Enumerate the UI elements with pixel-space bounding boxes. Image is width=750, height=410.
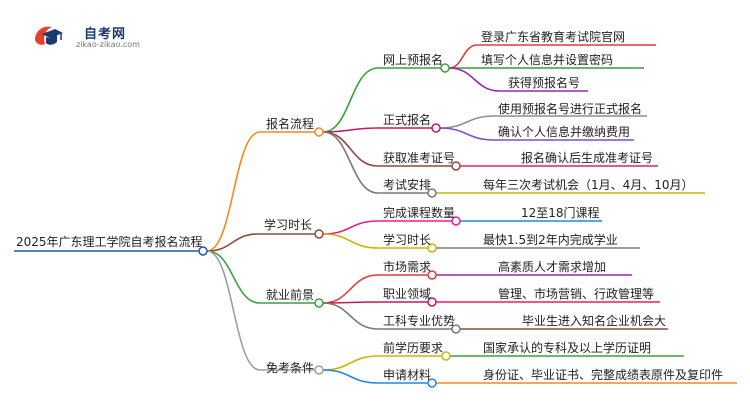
leaf-connector — [439, 127, 495, 141]
sub-connector — [322, 233, 379, 249]
sub-node-dot — [440, 63, 450, 73]
sub-node-label: 正式报名 — [383, 113, 432, 127]
sub-node-label: 市场需求 — [383, 260, 432, 274]
leaf-label: 报名确认后生成准考证号 — [521, 151, 654, 165]
leaf-label: 填写个人信息并设置密码 — [481, 53, 614, 67]
sub-node-dot — [451, 216, 461, 226]
branch-label: 免考条件 — [266, 361, 315, 375]
branch-connector — [206, 250, 261, 304]
branch-label: 报名流程 — [266, 117, 315, 131]
sub-node-label: 完成课程数量 — [383, 206, 456, 220]
sub-node-dot — [451, 324, 461, 334]
sub-node-dot — [427, 270, 437, 280]
sub-connector — [322, 67, 379, 133]
graduation-cap-icon — [35, 26, 63, 45]
leaf-label: 高素质人才需求增加 — [498, 260, 607, 274]
sub-node-dot — [451, 161, 461, 171]
sub-node-label: 网上预报名 — [383, 53, 444, 67]
sub-node-dot — [431, 123, 441, 133]
sub-node-dot — [427, 243, 437, 253]
branch-node-dot — [314, 229, 324, 239]
sub-node-label: 前学历要求 — [383, 341, 444, 355]
sub-connector — [322, 131, 379, 194]
sub-connector — [322, 220, 379, 235]
sub-node-label: 学习时长 — [383, 233, 432, 247]
leaf-connector — [448, 44, 478, 69]
leaf-label: 获得预报名号 — [508, 76, 581, 90]
sub-node-dot — [427, 188, 437, 198]
branch-label: 学习时长 — [264, 218, 313, 232]
leaf-label: 身份证、毕业证书、完整成绩表原件及复印件 — [483, 368, 724, 382]
leaf-label: 毕业生进入知名企业机会大 — [522, 314, 667, 328]
root-label: 2025年广东理工学院自考报名流程 — [16, 235, 203, 249]
sub-connector — [322, 355, 379, 371]
sub-node-label: 职业领域 — [383, 287, 432, 301]
root-node-dot — [198, 246, 208, 256]
leaf-label: 最快1.5到2年内完成学业 — [483, 233, 618, 247]
leaf-connector — [448, 67, 501, 92]
sub-node-dot — [427, 378, 437, 388]
sub-node-label: 工科专业优势 — [383, 314, 456, 328]
logo-title: 自考网 — [84, 27, 127, 42]
leaf-label: 使用预报名号进行正式报名 — [498, 102, 643, 116]
sub-node-dot — [427, 297, 437, 307]
sub-node-dot — [441, 351, 451, 361]
branch-node-dot — [314, 298, 324, 308]
leaf-label: 12至18门课程 — [521, 206, 600, 220]
sub-node-label: 获取准考证号 — [383, 151, 456, 165]
sub-connector — [322, 302, 379, 330]
branch-connector — [206, 233, 259, 252]
zikao-logo: 自考网 zikao-zikao.com — [32, 20, 142, 54]
leaf-label: 管理、市场营销、行政管理等 — [498, 287, 655, 301]
leaf-label: 国家承认的专科及以上学历证明 — [483, 341, 652, 355]
leaf-label: 确认个人信息并缴纳费用 — [498, 125, 631, 139]
sub-node-label: 申请材料 — [383, 368, 432, 382]
leaf-label: 每年三次考试机会（1月、4月、10月） — [483, 178, 694, 192]
sub-connector — [322, 369, 379, 384]
branch-node-dot — [314, 127, 324, 137]
leaf-connector — [439, 115, 495, 129]
sub-node-label: 考试安排 — [383, 178, 432, 192]
branch-label: 就业前景 — [266, 288, 315, 302]
sub-connector — [322, 274, 379, 304]
branch-connector — [206, 131, 261, 252]
branch-node-dot — [314, 365, 324, 375]
branch-connector — [206, 250, 261, 371]
logo-subtitle: zikao-zikao.com — [76, 40, 140, 49]
leaf-label: 登录广东省教育考试院官网 — [481, 30, 626, 44]
